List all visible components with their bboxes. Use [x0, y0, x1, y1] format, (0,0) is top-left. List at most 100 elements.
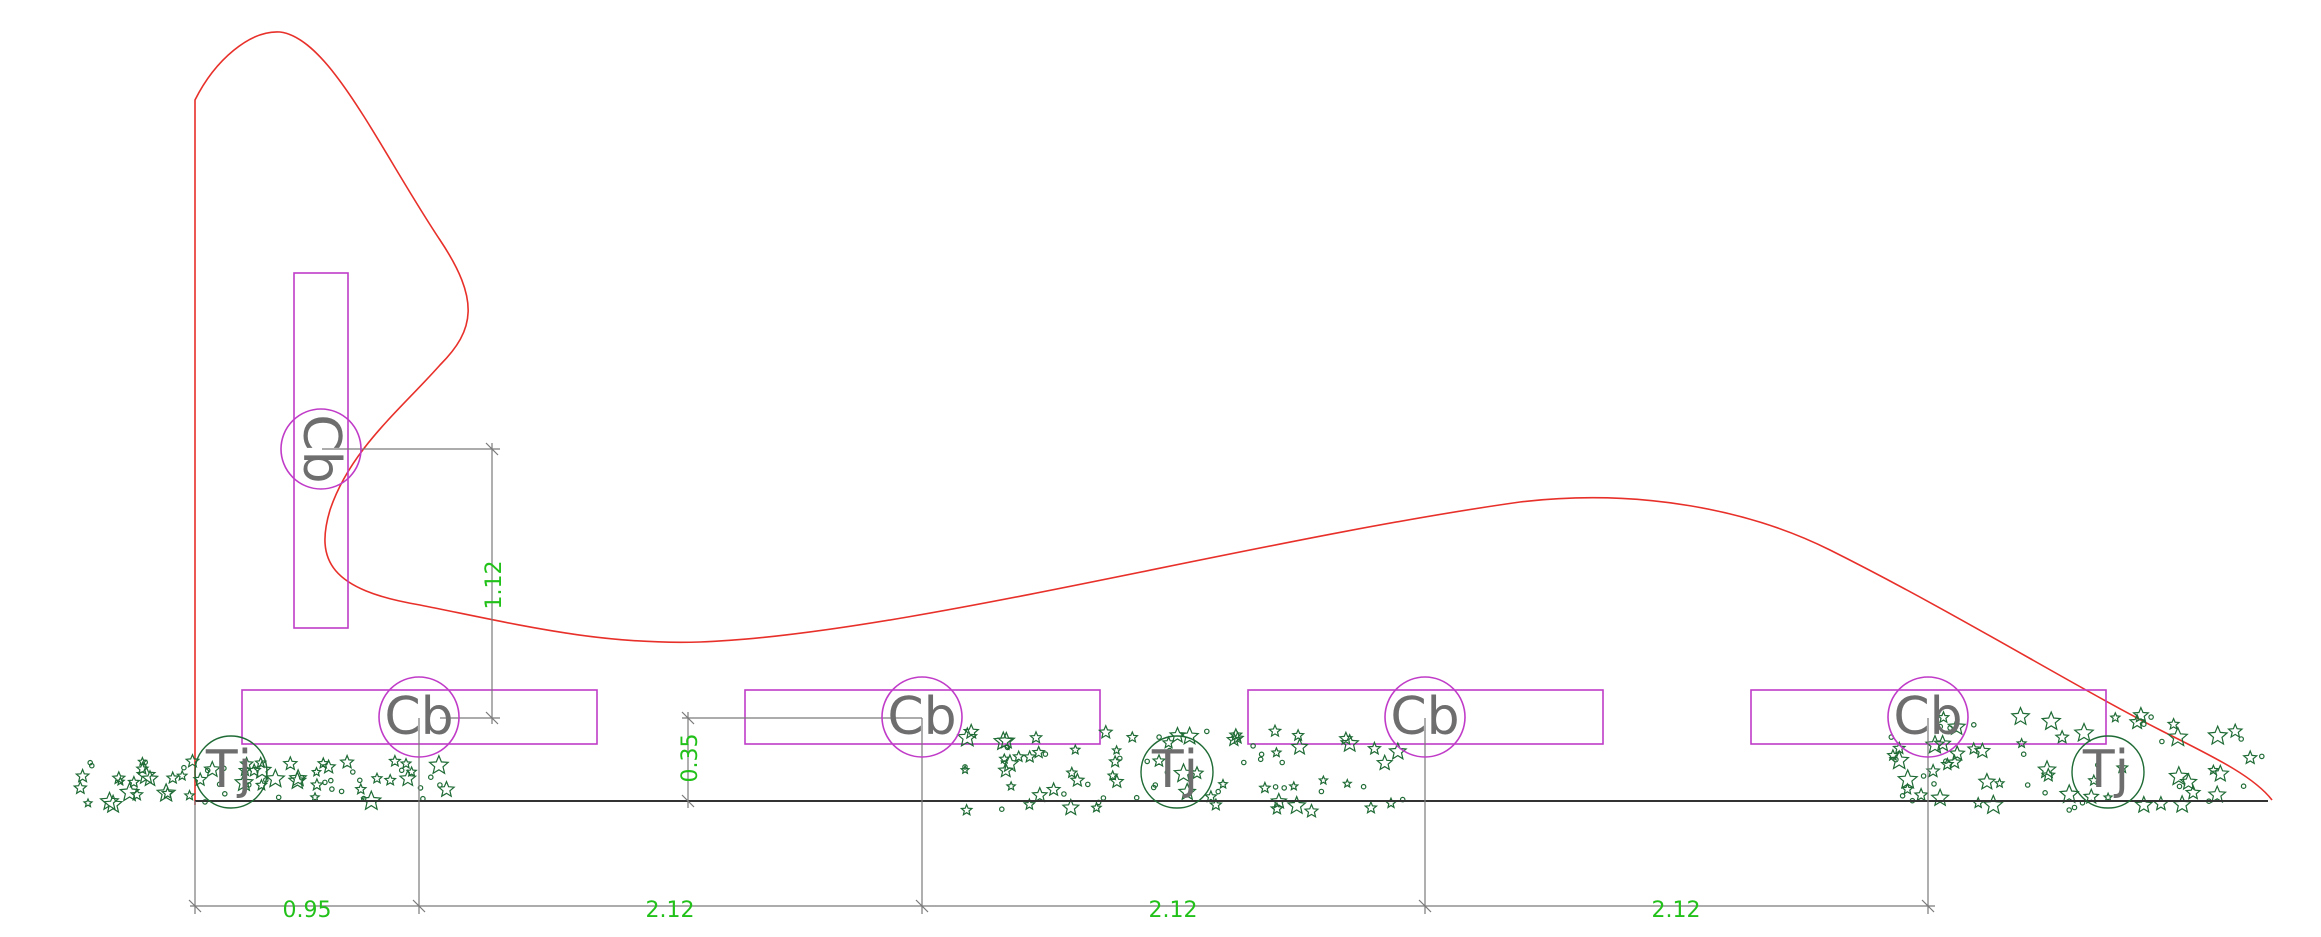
groundcover-plant	[997, 761, 1015, 778]
dimension-label-vertical-offset: 1.12	[482, 561, 507, 610]
groundcover-seed	[204, 767, 211, 774]
groundcover-plant	[1886, 748, 1900, 762]
groundcover-seed	[1250, 743, 1256, 749]
groundcover-seed	[998, 806, 1005, 813]
groundcover-plant	[428, 754, 450, 775]
groundcover-plant	[160, 786, 175, 800]
dimension-span-3: 2.12	[1149, 898, 1198, 923]
groundcover-seed	[298, 774, 305, 781]
groundcover-seed	[2020, 751, 2027, 758]
groundcover-plant	[239, 756, 255, 771]
groundcover-plant	[1005, 780, 1017, 792]
groundcover-seed	[1085, 781, 1091, 788]
cb-label-vertical: Cb	[291, 414, 351, 483]
groundcover-plant	[282, 755, 299, 771]
groundcover-seed	[2240, 783, 2247, 790]
groundcover-plant	[996, 730, 1016, 750]
groundcover-plant	[1107, 754, 1123, 768]
groundcover-plant	[310, 766, 323, 777]
groundcover-plant	[398, 768, 418, 787]
groundcover-seed	[2148, 714, 2154, 720]
groundcover-seed	[1204, 728, 1210, 735]
groundcover-plant	[1228, 727, 1244, 742]
groundcover-plant	[1011, 749, 1026, 763]
groundcover-seed	[1133, 794, 1140, 801]
groundcover-plant	[1031, 786, 1049, 803]
cb-label-2: Cb	[887, 687, 956, 747]
groundcover-seed	[2095, 762, 2101, 768]
groundcover-seed	[2141, 721, 2147, 728]
groundcover-seed	[427, 774, 434, 781]
groundcover-plant	[118, 781, 141, 802]
groundcover-plant	[320, 758, 337, 774]
dimension-span-4: 2.12	[1652, 898, 1701, 923]
groundcover-plant	[2172, 794, 2193, 814]
groundcover-plant	[2184, 784, 2202, 800]
groundcover-seed	[2024, 782, 2031, 788]
groundcover-plant	[1948, 744, 1966, 761]
groundcover-plant	[2073, 721, 2095, 743]
groundcover-plant	[1022, 797, 1037, 811]
groundcover-plant	[251, 759, 273, 780]
groundcover-seed	[2259, 753, 2265, 760]
groundcover-plant	[102, 793, 124, 814]
groundcover-plant	[1388, 741, 1408, 761]
groundcover-plant	[1971, 796, 1985, 809]
groundcover-seed	[1004, 744, 1011, 751]
groundcover-planting	[72, 706, 2265, 819]
groundcover-plant	[1290, 737, 1309, 756]
groundcover-seed	[398, 767, 405, 774]
groundcover-plant	[1966, 741, 1981, 756]
cb-symbol-1: Cb	[378, 676, 460, 758]
groundcover-seed	[1899, 792, 1906, 799]
groundcover-plant	[2166, 725, 2189, 747]
groundcover-plant	[2036, 759, 2058, 779]
groundcover-seed	[1318, 788, 1325, 795]
groundcover-plant	[155, 782, 177, 803]
groundcover-plant	[309, 777, 325, 792]
groundcover-plant	[959, 764, 971, 775]
groundcover-plant	[1936, 710, 1951, 724]
groundcover-seed	[275, 794, 282, 801]
groundcover-seed	[1920, 773, 1927, 779]
groundcover-plant	[1097, 724, 1114, 740]
groundcover-plant	[959, 803, 974, 816]
groundcover-seed	[1893, 756, 1899, 763]
groundcover-seed	[322, 779, 328, 786]
groundcover-seed	[1258, 751, 1265, 758]
groundcover-plant	[82, 797, 94, 808]
dimension-label-small-offset: 0.35	[678, 734, 703, 783]
groundcover-seed	[338, 788, 345, 795]
tj-symbol-3: Tj	[2071, 735, 2145, 809]
groundcover-plant	[2206, 724, 2229, 746]
groundcover-plant	[2102, 791, 2114, 803]
groundcover-seed	[962, 764, 968, 770]
groundcover-plant	[127, 775, 141, 789]
groundcover-seed	[222, 790, 228, 797]
groundcover-plant	[183, 789, 196, 801]
groundcover-plant	[129, 787, 145, 801]
groundcover-plant	[2227, 722, 2244, 739]
groundcover-plant	[288, 768, 308, 787]
groundcover-plant	[1363, 800, 1379, 814]
groundcover-plant	[1045, 781, 1062, 797]
groundcover-plant	[2054, 729, 2070, 744]
groundcover-plant	[1125, 730, 1139, 744]
groundcover-plant	[1317, 774, 1329, 786]
groundcover-seed	[1164, 769, 1171, 776]
groundcover-plant	[2115, 760, 2130, 774]
groundcover-plant	[175, 769, 189, 782]
groundcover-plant	[1065, 765, 1079, 779]
groundcover-plant	[1940, 756, 1955, 771]
groundcover-plant	[1303, 802, 1320, 819]
groundcover-seed	[2071, 804, 2078, 811]
cb-symbol-vertical: Cb	[280, 408, 362, 490]
groundcover-plant	[2128, 713, 2146, 730]
groundcover-seed	[181, 764, 187, 771]
groundcover-plant	[2109, 711, 2122, 723]
cb-symbol-3: Cb	[1384, 676, 1466, 758]
groundcover-plant	[1286, 795, 1307, 815]
groundcover-seed	[1931, 781, 1937, 787]
groundcover-seed	[1272, 784, 1279, 790]
groundcover-plant	[383, 773, 397, 787]
